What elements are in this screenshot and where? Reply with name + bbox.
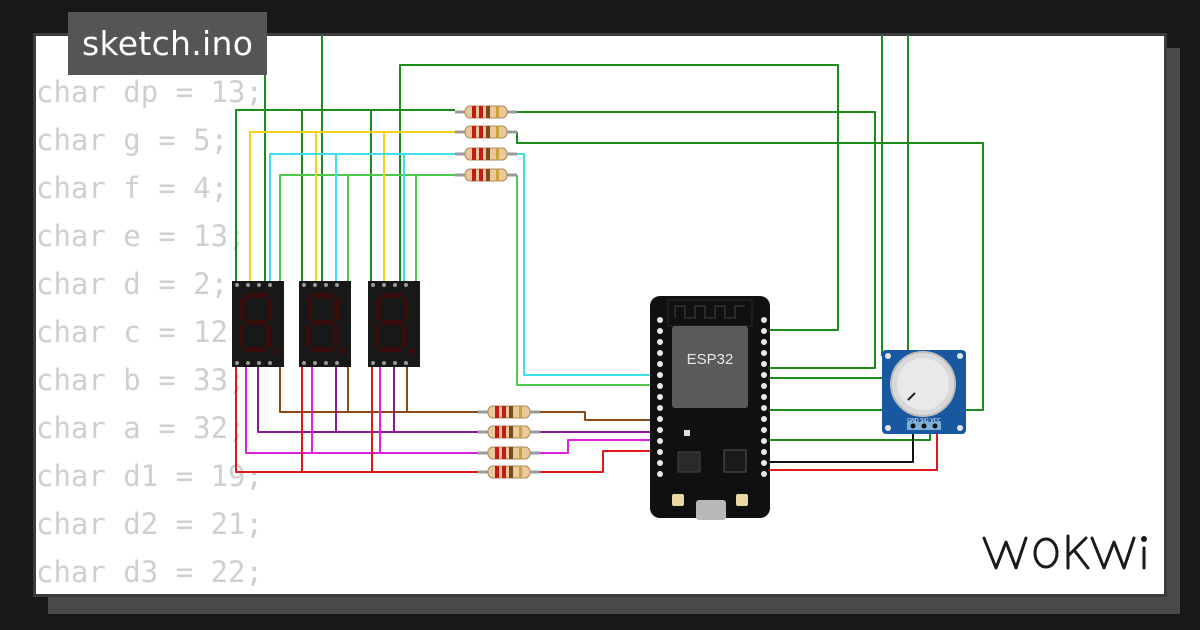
pot-pin-labels: GND SIG VCC [907,418,941,424]
code-line: char d2 = 21; [36,507,263,541]
resistor [454,105,518,119]
esp32-label: ESP32 [687,351,734,368]
resistor [477,405,541,419]
code-line: char d = 2; [36,267,229,301]
esp32-board: ESP32 [650,296,770,520]
code-line: char d3 = 22; [36,555,263,589]
code-line: char f = 4; [36,171,229,205]
code-line: char g = 5; [36,123,229,157]
resistor [477,425,541,439]
seven-segment-display [232,281,284,367]
preview-card [33,33,1167,597]
seven-segment-display [368,281,420,367]
resistor [454,147,518,161]
resistor [454,125,518,139]
resistor [477,465,541,479]
wokwi-logo [982,534,1147,570]
code-background: char dp = 13; char g = 5; char f = 4; ch… [36,68,263,596]
seven-segment-display [299,281,351,367]
file-tab-title: sketch.ino [68,12,268,75]
resistor [477,446,541,460]
resistor [454,168,518,182]
potentiometer: GND SIG VCC [882,350,966,434]
code-line: char dp = 13; [36,75,263,109]
